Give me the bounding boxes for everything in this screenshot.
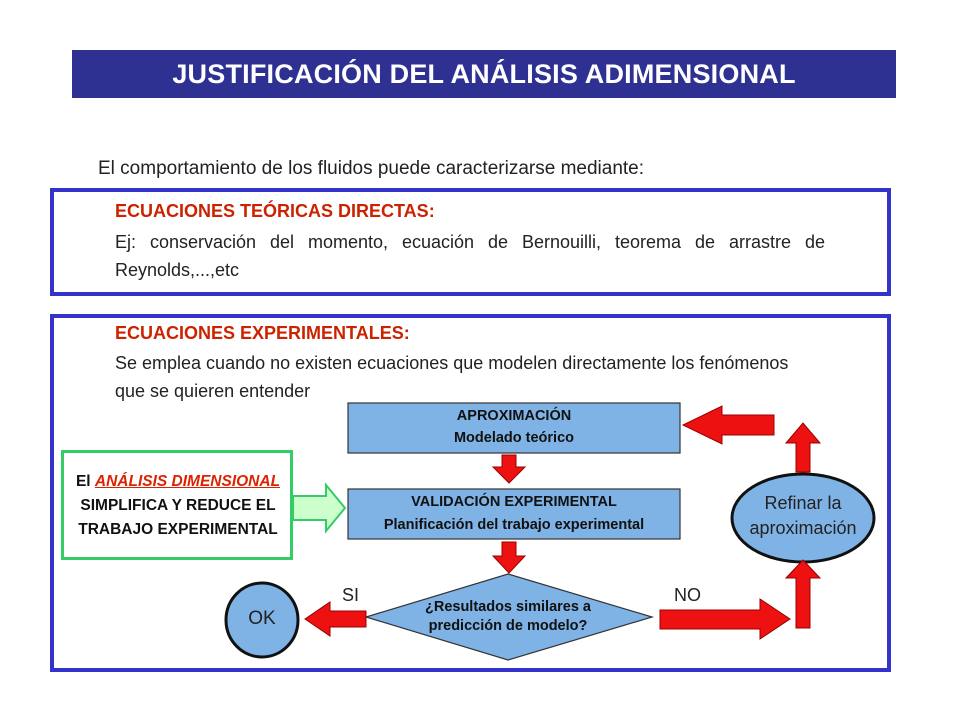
arrow-to-approximation <box>681 405 775 445</box>
arrow-validation-to-decision <box>491 541 527 574</box>
intro-text: El comportamiento de los fluidos puede c… <box>98 158 645 179</box>
arrow-up-to-refine <box>784 559 822 629</box>
approximation-title: APROXIMACIÓN <box>456 408 572 424</box>
refine-line-1: Refinar la <box>764 493 842 513</box>
theoretical-equations-box <box>50 188 891 296</box>
ok-node <box>224 581 300 659</box>
experimental-heading: ECUACIONES EXPERIMENTALES: <box>115 323 410 343</box>
decision-node <box>363 573 655 661</box>
yes-label: SI <box>342 585 360 605</box>
arrow-approx-to-validation <box>491 454 527 484</box>
decision-line-1: ¿Resultados similares a <box>424 599 591 615</box>
approximation-subtitle: Modelado teórico <box>453 430 575 446</box>
no-label: NO <box>674 585 701 605</box>
decision-line-2: predicción de modelo? <box>428 618 588 634</box>
note-highlight: ANÁLISIS DIMENSIONAL <box>94 473 281 490</box>
approximation-node <box>347 402 681 454</box>
note-line-3: TRABAJO EXPERIMENTAL <box>78 521 278 538</box>
ok-label: OK <box>248 608 276 629</box>
note-prefix: El <box>75 473 95 490</box>
dimensional-analysis-note <box>61 450 293 560</box>
arrow-refine-up <box>784 422 822 473</box>
green-arrow-icon <box>292 482 347 534</box>
arrow-decision-to-ok <box>304 601 367 637</box>
theoretical-line-2: Reynolds,...,etc <box>115 260 240 280</box>
validation-node <box>347 488 681 540</box>
note-line-1: El ANÁLISIS DIMENSIONAL <box>66 470 290 494</box>
validation-subtitle: Planificación del trabajo experimental <box>383 517 645 533</box>
note-line-2: SIMPLIFICA Y REDUCE EL <box>80 497 276 514</box>
dimensional-analysis-text: El ANÁLISIS DIMENSIONAL SIMPLIFICA Y RED… <box>66 470 290 542</box>
theoretical-heading: ECUACIONES TEÓRICAS DIRECTAS: <box>115 201 435 221</box>
theoretical-line-1: Ej: conservación del momento, ecuación d… <box>115 232 825 252</box>
validation-title: VALIDACIÓN EXPERIMENTAL <box>411 494 617 510</box>
page-title: JUSTIFICACIÓN DEL ANÁLISIS ADIMENSIONAL <box>72 50 896 98</box>
experimental-line-1: Se emplea cuando no existen ecuaciones q… <box>115 353 789 373</box>
experimental-line-2: que se quieren entender <box>115 381 311 401</box>
refine-line-2: aproximación <box>749 518 857 538</box>
arrow-decision-to-no <box>659 598 791 640</box>
